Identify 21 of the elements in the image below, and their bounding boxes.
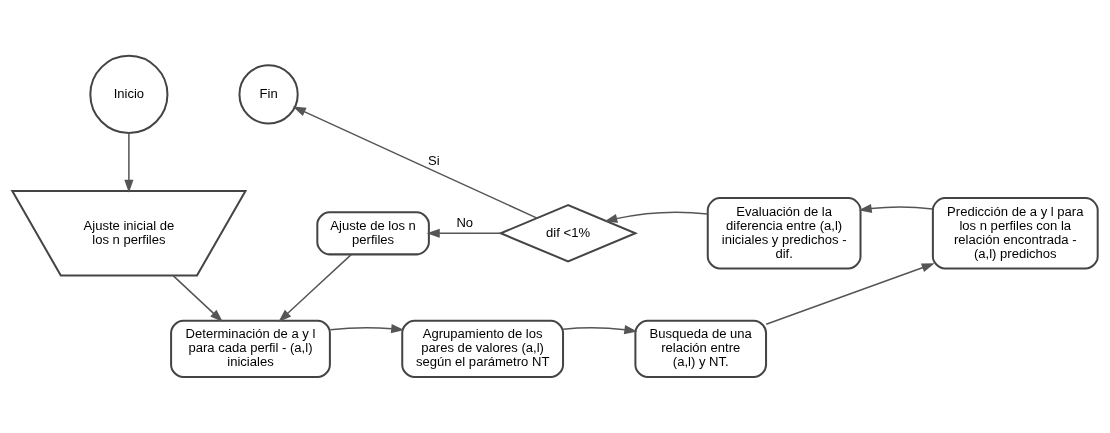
node-circle: Fin (238, 64, 299, 125)
arrow (765, 263, 935, 325)
arrow (329, 324, 405, 334)
node-box: Evaluación de la diferencia entre (a,l) iniciales y predichos - dif. (706, 197, 862, 270)
edge-label: No (456, 214, 474, 230)
node-circle: Inicio (89, 54, 169, 134)
node-diamond: dif <1% (498, 204, 638, 263)
node-box: Predicción de a y l para los n perfiles con la relación encontrada - (a,l) predichos (931, 197, 1099, 270)
arrow (604, 211, 709, 223)
node-box: Agrupamiento de los pares de valores (a,l) según el parámetro NT (401, 319, 565, 378)
arrow (562, 325, 638, 335)
arrow (292, 106, 538, 219)
arrow (426, 228, 502, 238)
node-box: Determinación de a y l para cada perfil - (a,l) iniciales (170, 319, 331, 378)
node-box: Ajuste de los n perfiles (316, 211, 430, 256)
node-box: Busqueda de una relación entre (a,l) y NT. (634, 319, 768, 378)
arrow (172, 274, 223, 323)
arrow (858, 203, 934, 213)
arrow (124, 132, 134, 193)
arrow (278, 253, 352, 322)
edge-label: Si (428, 153, 440, 169)
